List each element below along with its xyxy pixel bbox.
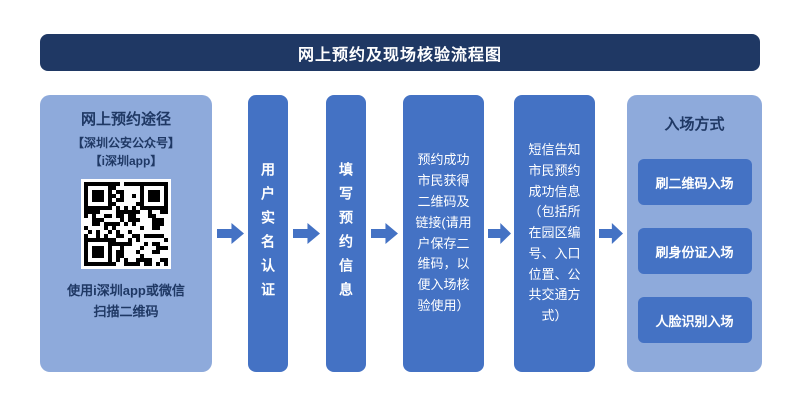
step-fill-reservation-info: 填写预约信息 — [326, 95, 366, 372]
entry-method-list: 刷二维码入场 刷身份证入场 人脸识别入场 — [637, 159, 752, 343]
flow-arrow-right-icon — [599, 221, 623, 246]
flowchart-title-banner: 网上预约及现场核验流程图 — [40, 34, 760, 71]
step1-caption-line1: 使用i深圳app或微信 — [67, 283, 185, 299]
step-entry-methods: 入场方式 刷二维码入场 刷身份证入场 人脸识别入场 — [627, 95, 762, 372]
step3-label: 填写预约信息 — [338, 161, 354, 306]
flow-arrow-right-icon — [293, 221, 320, 246]
qr-code — [81, 179, 171, 270]
flow-arrow-right-icon — [371, 221, 398, 246]
page-title: 网上预约及现场核验流程图 — [297, 46, 502, 64]
step1-title: 网上预约途径 — [80, 111, 171, 128]
step-online-reservation-channel: 网上预约途径 【深圳公安公众号】 【i深圳app】 使用i深圳app或微信 扫描… — [40, 95, 212, 372]
step-sms-success-notice: 短信告知市民预约成功信息（包括所在园区编号、入口位置、公共交通方式） — [514, 95, 595, 372]
step2-label: 用户实名认证 — [260, 161, 276, 306]
step-user-real-name-auth: 用户实名认证 — [248, 95, 288, 372]
step1-caption: 使用i深圳app或微信 扫描二维码 — [67, 281, 185, 321]
step1-caption-line2: 扫描二维码 — [93, 303, 159, 319]
step4-label: 预约成功市民获得二维码及链接(请用户保存二维码，以便入场核验使用） — [415, 152, 472, 313]
entry-method-scan-qrcode: 刷二维码入场 — [637, 159, 752, 205]
step1-subtitle-app: 【i深圳app】 — [89, 154, 163, 169]
step1-subtitle-public-account: 【深圳公安公众号】 — [71, 136, 180, 150]
step-get-qrcode-and-link: 预约成功市民获得二维码及链接(请用户保存二维码，以便入场核验使用） — [403, 95, 484, 372]
flow-arrow-right-icon — [217, 221, 244, 246]
step6-title: 入场方式 — [664, 116, 725, 133]
flow-arrow-right-icon — [488, 221, 511, 246]
entry-method-face-recognition: 人脸识别入场 — [637, 297, 752, 343]
step5-label: 短信告知市民预约成功信息（包括所在园区编号、入口位置、公共交通方式） — [528, 141, 581, 324]
entry-method-id-card: 刷身份证入场 — [637, 228, 752, 274]
